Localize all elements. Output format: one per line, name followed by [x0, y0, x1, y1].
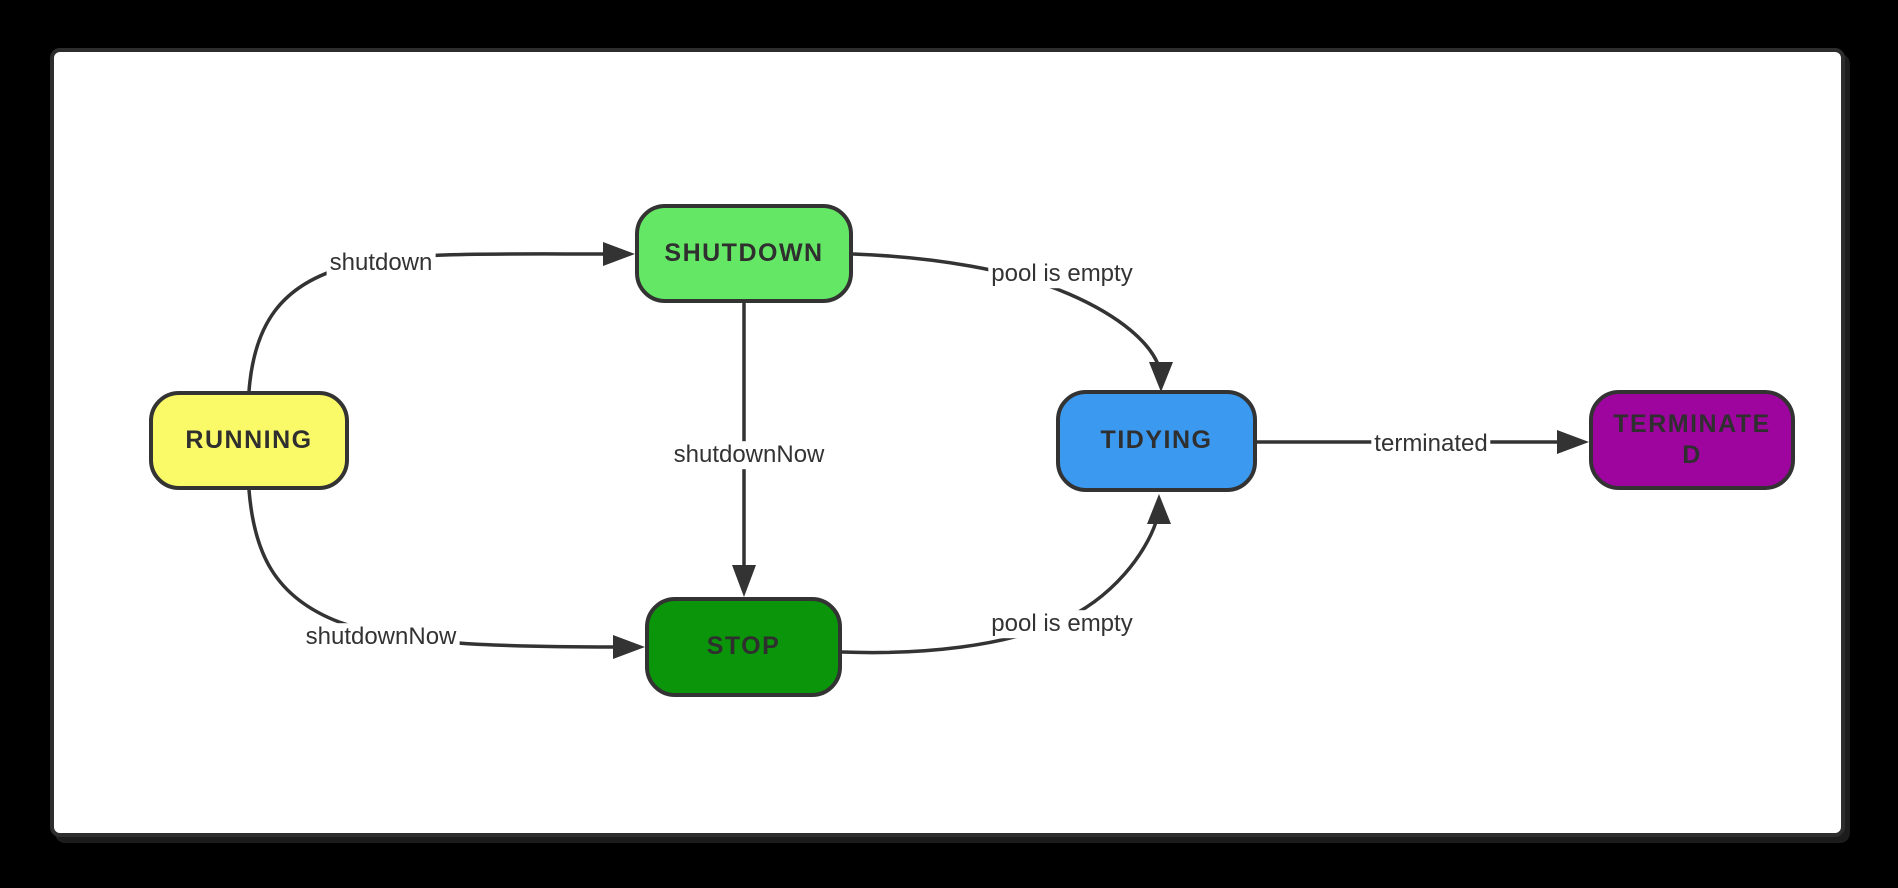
state-node-terminated: TERMINATE D — [1589, 390, 1795, 490]
edge-label-pool-is-empty-top: pool is empty — [988, 260, 1136, 288]
edge-label-terminated: terminated — [1371, 430, 1491, 458]
state-node-tidying: TIDYING — [1056, 390, 1257, 492]
arrowhead-shutdown-to-stop — [732, 565, 756, 597]
edge-label-shutdown: shutdown — [326, 249, 436, 277]
edge-label-shutdownnow-running-stop: shutdownNow — [302, 623, 460, 651]
state-label-tidying: TIDYING — [1100, 426, 1213, 455]
arrowhead-running-to-stop — [613, 635, 645, 659]
state-node-stop: STOP — [645, 597, 842, 697]
arrowhead-stop-to-tidying — [1147, 494, 1171, 524]
state-label-terminated-line1: TERMINATE — [1613, 409, 1771, 438]
state-label-stop: STOP — [706, 632, 781, 661]
edge-label-shutdownnow-shutdown-stop: shutdownNow — [670, 441, 828, 469]
state-label-shutdown: SHUTDOWN — [664, 238, 824, 267]
state-node-running: RUNNING — [149, 391, 349, 490]
arrowhead-running-to-shutdown — [603, 242, 635, 266]
state-label-terminated-line2: D — [1682, 441, 1702, 469]
edge-label-pool-is-empty-bottom: pool is empty — [988, 610, 1136, 638]
arrowhead-tidying-to-terminated — [1557, 430, 1589, 454]
arrowhead-shutdown-to-tidying — [1149, 362, 1173, 392]
edge-shutdown-to-tidying — [852, 252, 1161, 368]
state-node-shutdown: SHUTDOWN — [635, 204, 853, 303]
diagram-canvas: RUNNING SHUTDOWN STOP TIDYING TERMINATE … — [50, 48, 1845, 837]
state-label-running: RUNNING — [185, 425, 313, 454]
